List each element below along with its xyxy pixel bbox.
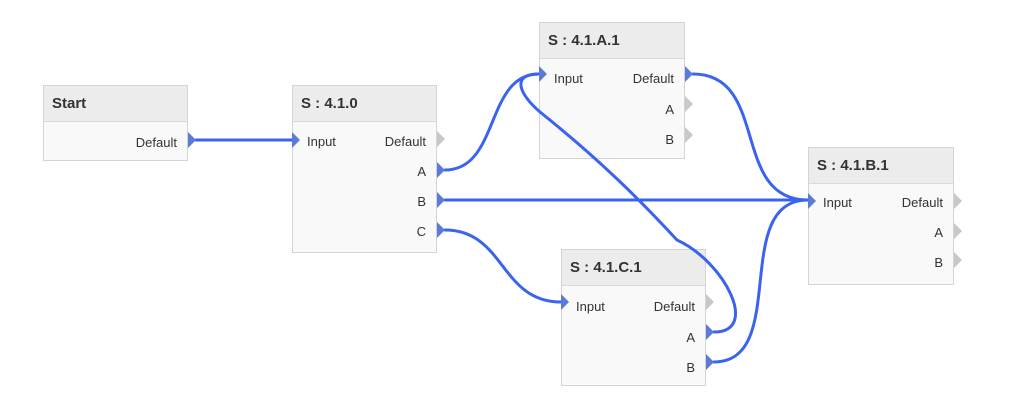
node-title: S : 4.1.B.1 [809,148,953,184]
s41c1-output-default-handle[interactable] [706,294,714,310]
s410-output-c-handle[interactable] [437,222,445,238]
node-s-4-1-a-1[interactable]: S : 4.1.A.1 Input Default A B [539,22,685,159]
s41b1-input-handle[interactable] [808,193,816,209]
s410-input-handle[interactable] [292,132,300,148]
input-port-label: Input [576,299,605,314]
wire-s41a1default-to-s41b1[interactable] [691,72,810,202]
s41c1-input-handle[interactable] [561,294,569,310]
output-port-default-label: Default [653,299,695,314]
output-port-default-label: Default [384,134,426,149]
output-port-b-label: B [686,360,695,375]
s41a1-output-b-handle[interactable] [685,127,693,143]
output-port-b-label: B [934,255,943,270]
node-title: Start [44,86,187,122]
node-s-4-1-0[interactable]: S : 4.1.0 Input Default A B C [292,85,437,253]
node-title: S : 4.1.C.1 [562,250,705,286]
node-title: S : 4.1.A.1 [540,23,684,59]
s410-output-b-handle[interactable] [437,192,445,208]
output-port-default-label: Default [632,71,674,86]
node-s-4-1-b-1[interactable]: S : 4.1.B.1 Input Default A B [808,147,954,285]
s41c1-output-b-handle[interactable] [706,354,714,370]
input-port-label: Input [823,195,852,210]
wire-s410a-to-s41a1[interactable] [443,72,541,172]
output-port-default-label: Default [901,195,943,210]
s41a1-output-a-handle[interactable] [685,96,693,112]
wire-s410c-to-s41c1[interactable] [443,228,563,304]
wire-s41c1b-to-s41b1[interactable] [712,198,810,364]
output-port-a-label: A [665,102,674,117]
s410-output-default-handle[interactable] [437,131,445,147]
output-port-b-label: B [665,132,674,147]
output-port-a-label: A [417,164,426,179]
input-port-label: Input [307,134,336,149]
input-port-label: Input [554,71,583,86]
s41a1-output-default-handle[interactable] [685,66,693,82]
node-start[interactable]: Start Default [43,85,188,161]
output-port-a-label: A [934,225,943,240]
s41b1-output-default-handle[interactable] [954,193,962,209]
output-port-b-label: B [417,194,426,209]
s410-output-a-handle[interactable] [437,162,445,178]
s41a1-input-handle[interactable] [539,66,547,82]
start-output-default-handle[interactable] [188,132,196,148]
s41b1-output-b-handle[interactable] [954,252,962,268]
node-title: S : 4.1.0 [293,86,436,122]
output-port-default-label: Default [135,135,177,150]
output-port-a-label: A [686,330,695,345]
output-port-c-label: C [416,224,426,239]
node-s-4-1-c-1[interactable]: S : 4.1.C.1 Input Default A B [561,249,706,386]
s41c1-output-a-handle[interactable] [706,324,714,340]
s41b1-output-a-handle[interactable] [954,223,962,239]
